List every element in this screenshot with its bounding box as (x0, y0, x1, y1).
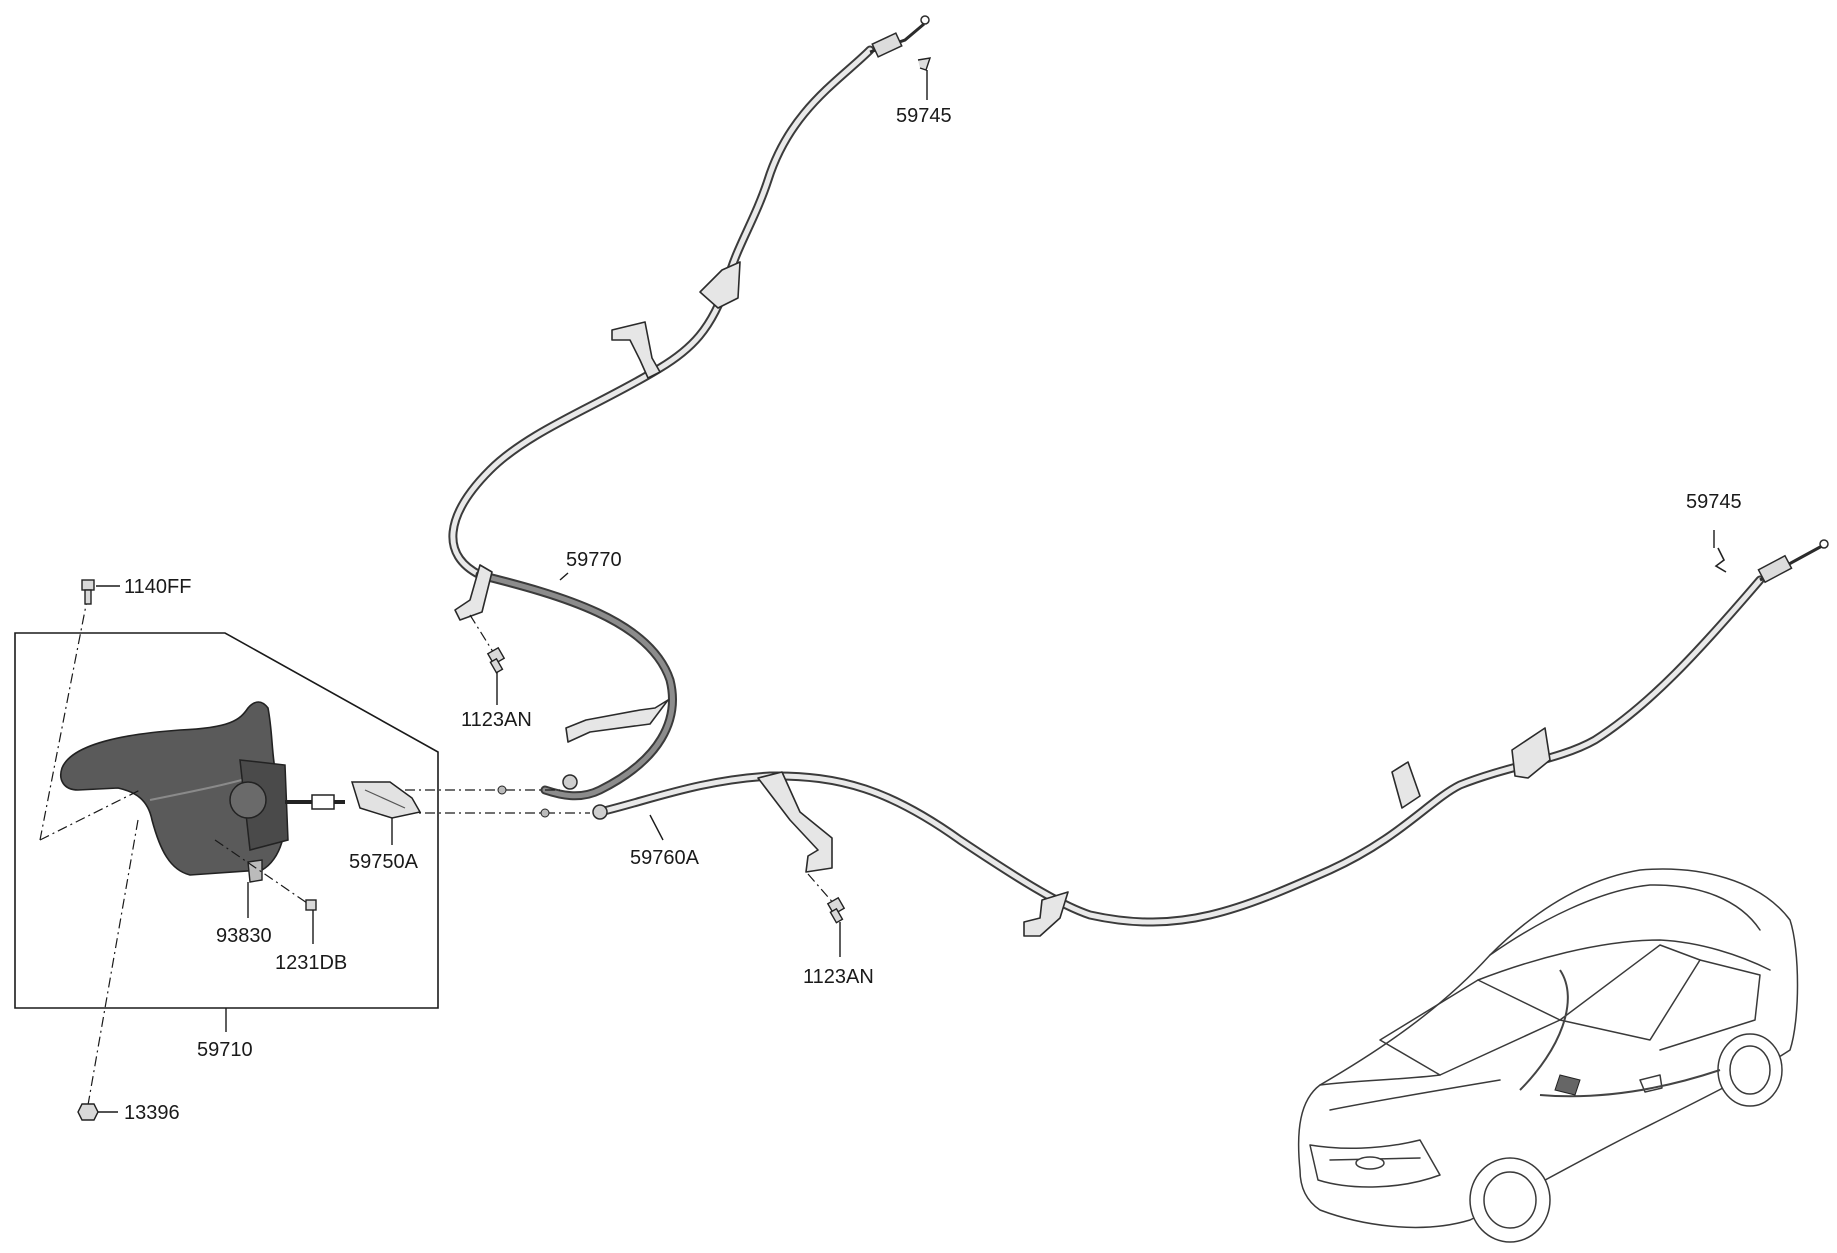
label-59745-right: 59745 (1686, 491, 1742, 513)
car-illustration (1297, 868, 1799, 1243)
cable-59760A (562, 539, 1829, 937)
label-59770: 59770 (566, 549, 622, 571)
clip-59745-top-icon (917, 57, 932, 71)
bolt-1140FF-icon (81, 579, 95, 605)
cable-59770 (448, 15, 930, 801)
bolt-1123AN-right-icon (807, 873, 846, 924)
label-59760A: 59760A (630, 847, 700, 869)
label-1123AN-right: 1123AN (803, 966, 874, 988)
lever-assembly-box (14, 632, 439, 1009)
bolt-1123AN-left-icon (469, 614, 506, 674)
label-13396: 13396 (124, 1102, 180, 1124)
label-59745-top: 59745 (896, 105, 952, 127)
label-59710: 59710 (197, 1039, 253, 1061)
label-1123AN-left: 1123AN (461, 709, 532, 731)
label-59750A: 59750A (349, 851, 419, 873)
label-1231DB: 1231DB (275, 952, 347, 974)
label-1140FF: 1140FF (124, 576, 191, 598)
clip-59745-right-icon (1714, 547, 1727, 573)
nut-13396-icon (77, 1103, 99, 1121)
label-93830: 93830 (216, 925, 272, 947)
